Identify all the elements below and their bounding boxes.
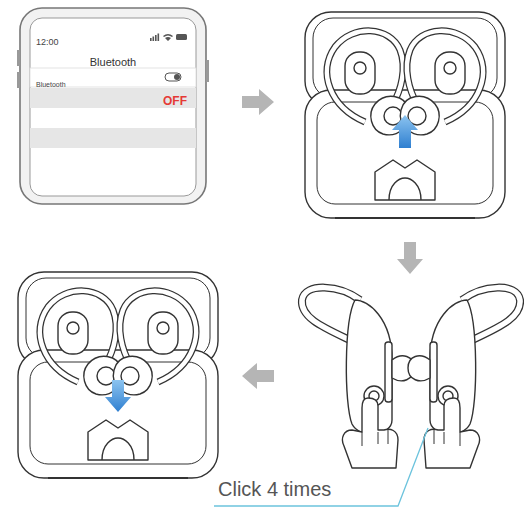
label-slot: 12:00 bbox=[36, 31, 59, 49]
case-open-bottom bbox=[18, 272, 218, 478]
label-slot: Bluetooth bbox=[90, 52, 136, 70]
setting-label: Bluetooth bbox=[36, 81, 66, 89]
screen-title: Bluetooth bbox=[90, 56, 136, 69]
status-time: 12:00 bbox=[36, 37, 59, 47]
earbuds-with-fingers bbox=[302, 288, 520, 468]
phone-illustration bbox=[17, 8, 209, 204]
instruction-text: Click 4 times bbox=[218, 478, 331, 501]
leader-line bbox=[214, 428, 428, 506]
label-slot: OFF bbox=[163, 91, 187, 109]
status-value: OFF bbox=[163, 95, 187, 109]
label-slot: Bluetooth bbox=[36, 73, 66, 91]
case-open-top bbox=[305, 12, 505, 218]
label-slot: Click 4 times bbox=[218, 478, 331, 501]
